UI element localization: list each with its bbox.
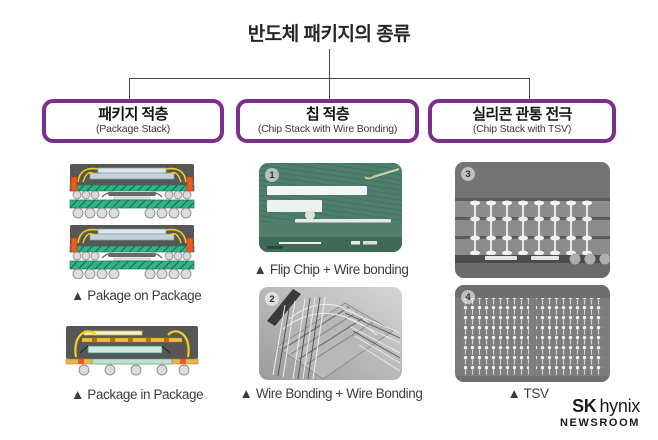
category-subheading: (Chip Stack with Wire Bonding) [257,123,398,136]
caption-package-in-package: ▲ Package in Package [71,387,204,402]
hynix-text: hynix [599,396,640,416]
package-on-package-illustration [62,163,202,280]
page-title: 반도체 패키지의 종류 [247,24,411,45]
category-box-chip-stack: 칩 적층 (Chip Stack with Wire Bonding) [236,99,419,143]
caption-wire-bonding-wire-bonding: ▲ Wire Bonding + Wire Bonding [239,386,423,401]
tsv-cross-section-photo: 3 [455,162,610,278]
category-box-tsv: 실리콘 관통 전극 (Chip Stack with TSV) [428,99,616,143]
tsv-array-photo: 4 [455,285,610,382]
newsroom-text: NEWSROOM [559,416,640,429]
category-box-package-stack: 패키지 적층 (Package Stack) [42,99,224,143]
photo-number-badge: 1 [265,168,279,182]
sk-text: SK [572,396,597,416]
category-heading: 실리콘 관통 전극 [472,105,572,123]
category-subheading: (Chip Stack with TSV) [472,123,572,136]
photo-number-badge: 3 [461,167,475,181]
wire-bonding-wire-bonding-photo: 2 [259,287,402,380]
tree-connector-drop-left [129,78,130,99]
category-heading: 패키지 적층 [98,105,168,123]
caption-flip-chip-wire-bonding: ▲ Flip Chip + Wire bonding [253,262,409,277]
tree-connector-stem [329,49,330,78]
category-heading: 칩 적층 [305,105,350,123]
category-subheading: (Package Stack) [95,123,171,136]
package-in-package-illustration [62,326,202,376]
caption-tsv: ▲ TSV [507,386,549,401]
photo-number-badge: 2 [265,292,279,306]
tree-connector-drop-center [329,78,330,99]
caption-package-on-package: ▲ Pakage on Package [71,288,202,303]
tree-connector-drop-right [529,78,530,99]
flip-chip-wire-bonding-photo: 1 [259,163,402,252]
photo-number-badge: 4 [461,290,475,304]
